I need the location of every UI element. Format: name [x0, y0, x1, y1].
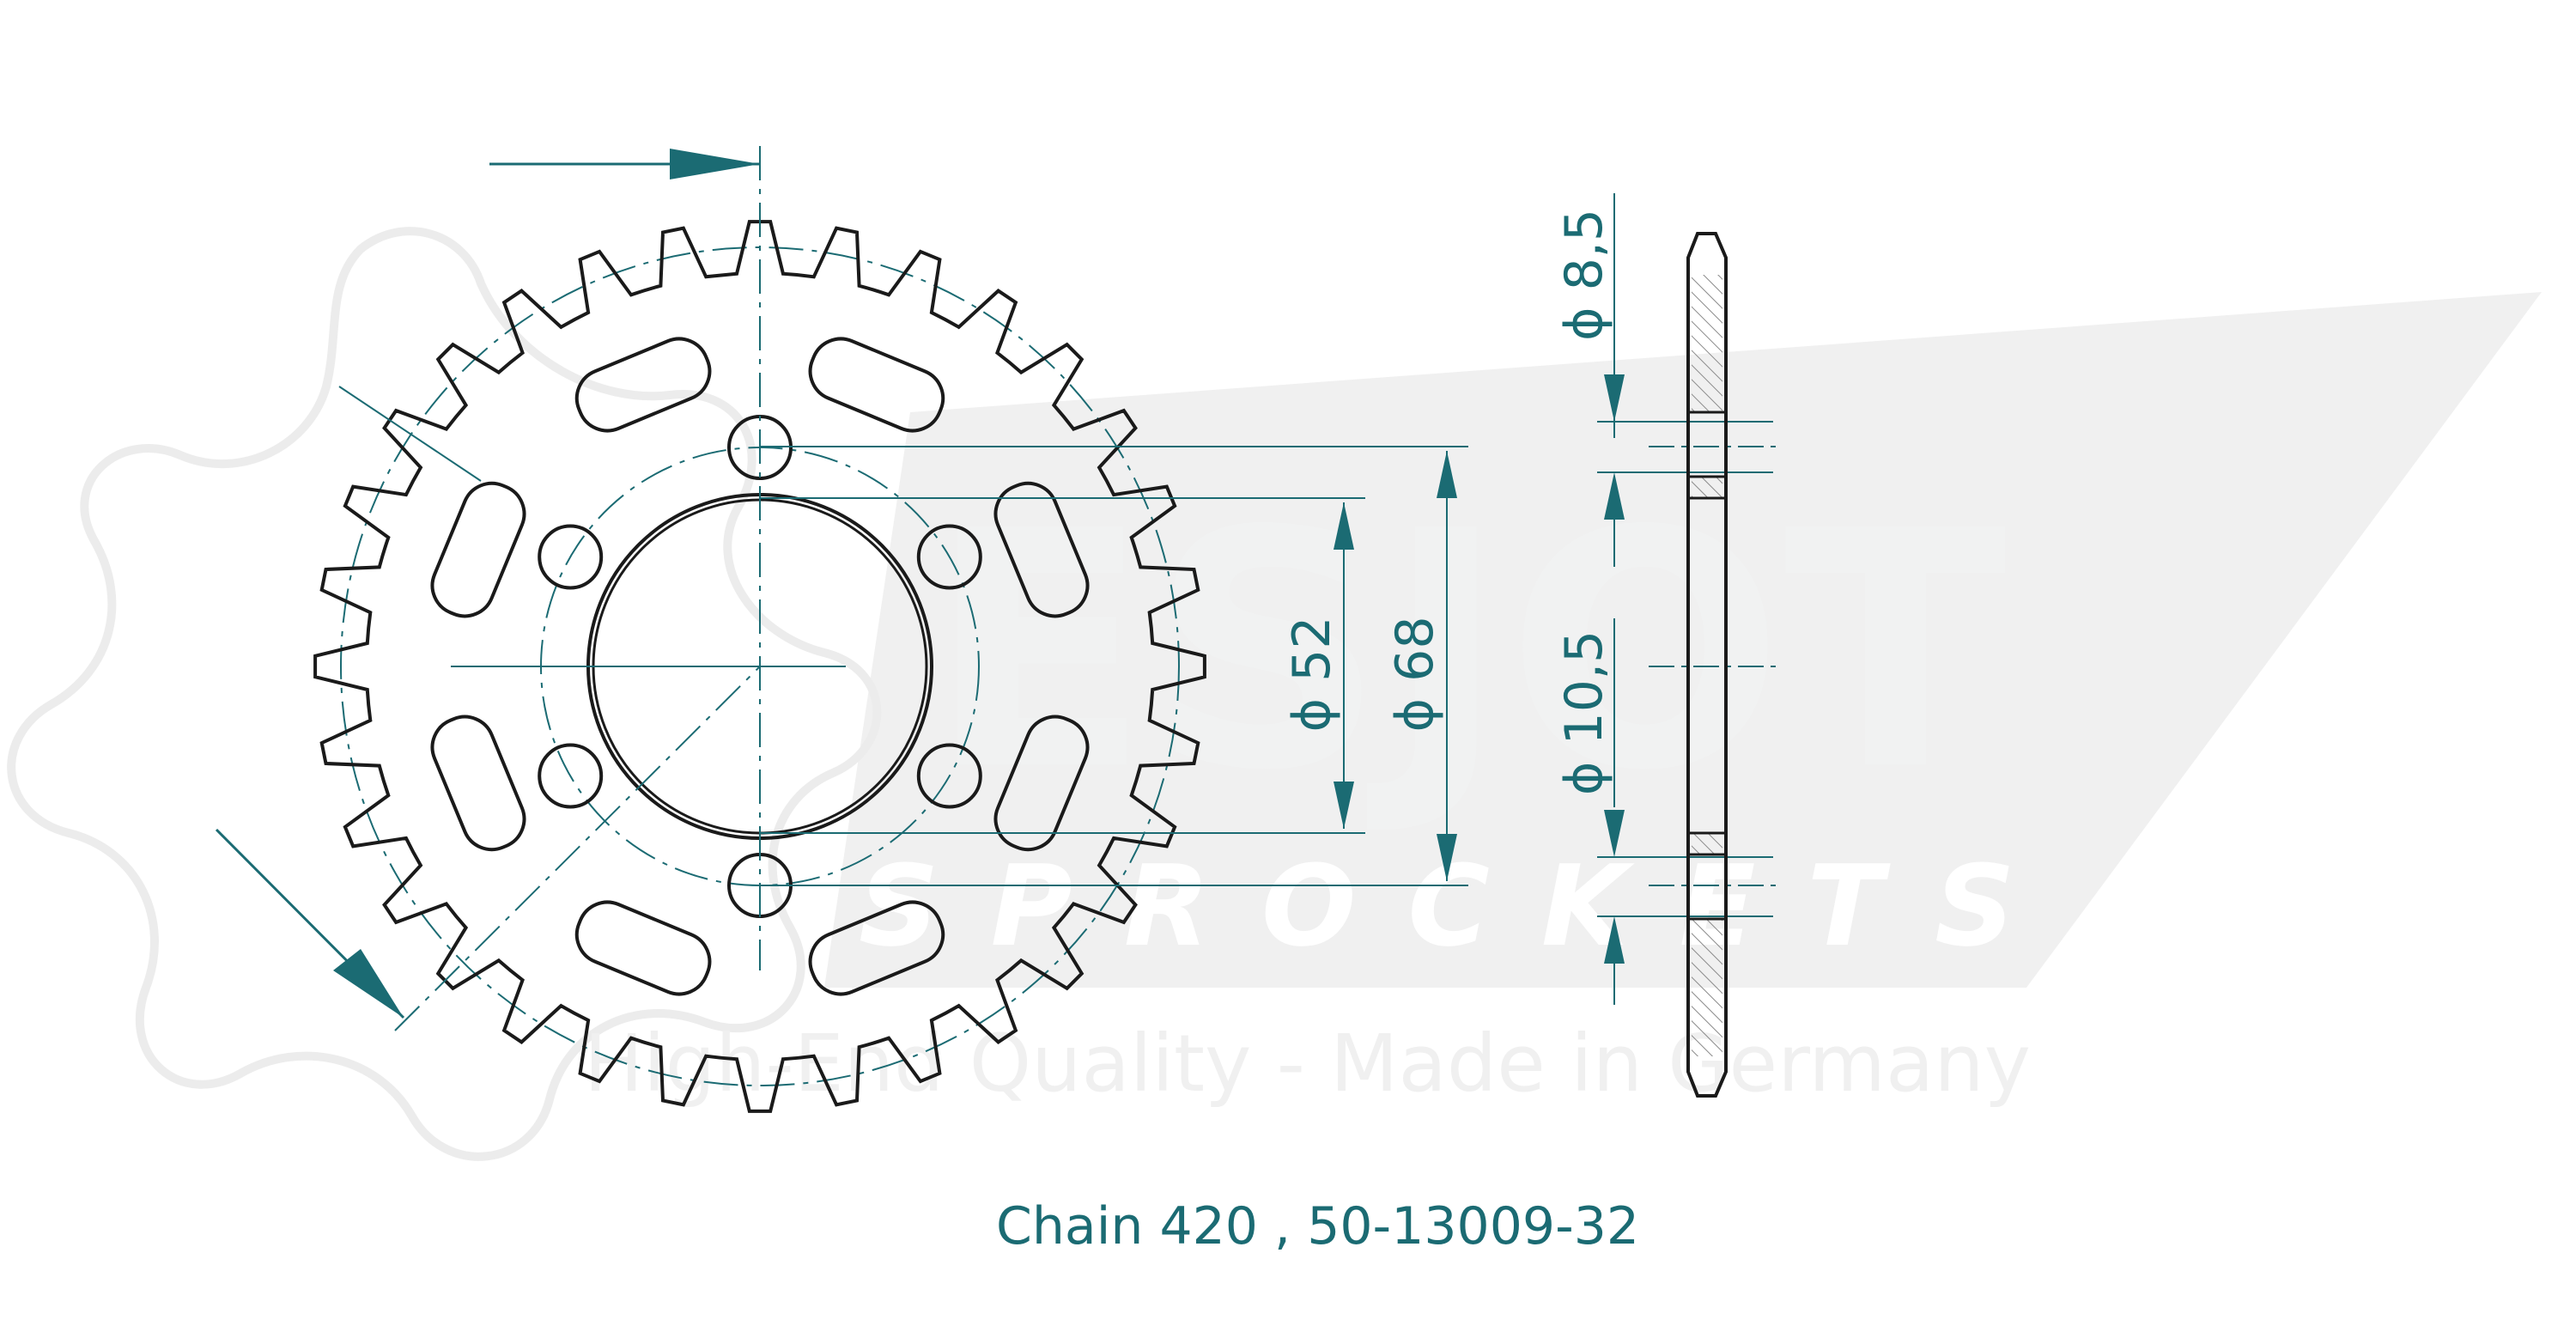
dimension-lines: [760, 193, 1777, 1005]
lightening-window: [574, 337, 712, 433]
lightening-window: [430, 481, 526, 618]
part-title: Chain 420 , 50-13009-32: [996, 1196, 1639, 1256]
side-hatch-bottom: [1692, 919, 1722, 1056]
label-inner-diameter: ϕ 52: [1282, 617, 1342, 733]
watermark-gear-outline: [7, 227, 882, 1161]
watermark: ESJOT ® SPROCKETS High-End Quality - Mad…: [7, 227, 2542, 1161]
centerlines: [338, 146, 846, 1031]
view-arrow-section: [215, 828, 405, 1019]
sprocket-outline: [313, 220, 1206, 1113]
side-profile: [1686, 232, 1728, 1098]
view-arrow-top: [489, 149, 760, 179]
mounting-hole: [916, 743, 982, 809]
label-thickness: ϕ 8,5: [1554, 209, 1614, 341]
lightening-window: [808, 900, 945, 996]
watermark-registered: ®: [2190, 464, 2293, 583]
label-bolt-circle: ϕ 68: [1385, 617, 1445, 733]
side-hatch-hole-bottom: [1692, 833, 1722, 855]
sprocket-side-view: [1686, 232, 1728, 1098]
side-hatch-top: [1692, 275, 1722, 412]
watermark-banner: [824, 292, 2542, 988]
side-hatch-hole-top: [1692, 477, 1722, 498]
lightening-window: [993, 715, 1090, 852]
mounting-hole: [538, 524, 604, 590]
mounting-hole: [916, 524, 982, 590]
watermark-tagline: High-End Quality - Made in Germany: [584, 1018, 2031, 1110]
watermark-sub: SPROCKETS: [859, 841, 2067, 971]
lightening-window: [430, 715, 526, 852]
lightening-window: [574, 900, 712, 996]
sprocket-front-view: [215, 146, 1206, 1113]
watermark-brand: ESJOT: [927, 461, 2008, 842]
lightening-window: [808, 337, 945, 433]
mounting-hole: [538, 743, 604, 809]
lightening-window: [993, 481, 1090, 618]
label-hole-diameter: ϕ 10,5: [1554, 630, 1614, 795]
lightening-windows: [430, 337, 1090, 996]
dimension-arrowheads: [1334, 374, 1625, 964]
